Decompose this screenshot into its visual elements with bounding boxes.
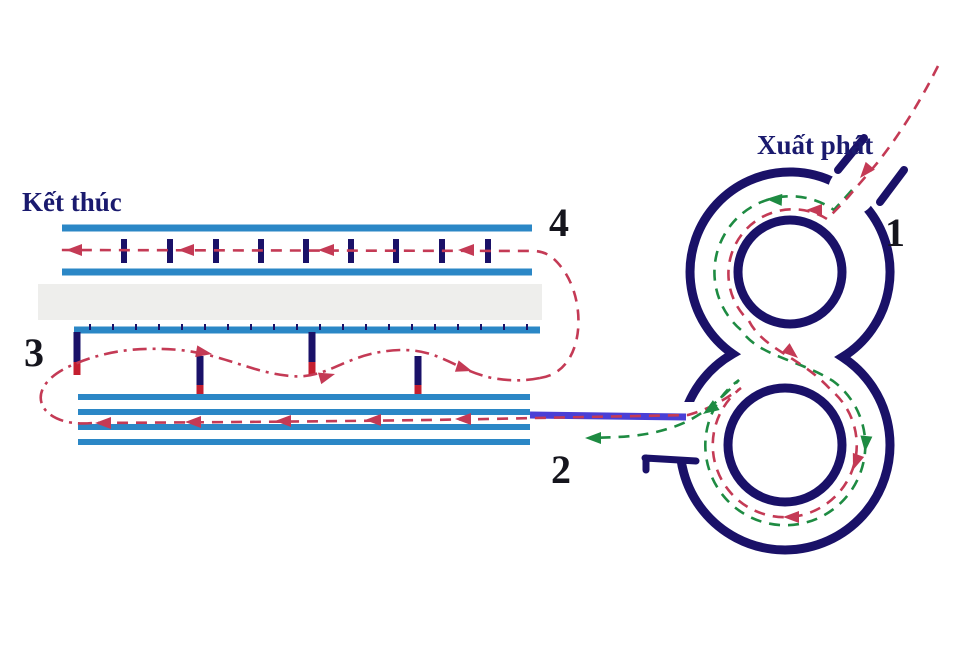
track-inner-circle-bottom	[723, 383, 847, 507]
arrow-icon	[860, 435, 873, 452]
stage-number-2: 2	[551, 447, 571, 492]
arrow-icon	[317, 372, 335, 385]
beam-posts	[73, 332, 422, 398]
arrow-icon	[781, 343, 798, 358]
beam-ruler-ticks	[89, 324, 528, 330]
arrow-icon	[766, 193, 783, 206]
arrow-icon	[185, 416, 201, 428]
direction-arrowheads	[66, 161, 875, 523]
post	[308, 332, 316, 362]
arrow-icon	[95, 417, 111, 429]
post-red-tip	[308, 362, 316, 375]
arrow-icon	[66, 244, 82, 256]
arrow-icon	[275, 415, 291, 427]
stage-number-4: 4	[549, 200, 569, 245]
arrow-icon	[455, 413, 471, 425]
connector-line	[529, 411, 687, 421]
post-red-tip	[196, 385, 204, 398]
arrow-icon	[178, 244, 194, 256]
arrow-icon	[703, 400, 720, 414]
label-finish: Kết thúc	[22, 187, 122, 217]
arrow-icon	[195, 345, 212, 358]
arrow-icon	[852, 452, 865, 470]
track-inner-circle-top	[733, 215, 847, 329]
post	[73, 332, 81, 362]
label-start: Xuất phát	[757, 130, 873, 160]
arrow-icon	[585, 432, 601, 444]
post-red-tip	[73, 362, 81, 375]
arrow-icon	[454, 360, 472, 372]
narrow-lane-section-2	[78, 394, 530, 445]
arrow-icon	[458, 244, 474, 256]
arrow-icon	[806, 204, 822, 216]
background-panel	[38, 284, 542, 320]
arrow-icon	[365, 414, 381, 426]
stage-number-1: 1	[885, 210, 905, 255]
route-red	[39, 65, 940, 519]
arrow-icon	[318, 244, 334, 256]
arrow-icon	[783, 511, 799, 523]
entrance-chute-wall	[876, 166, 908, 206]
stage-number-3: 3	[24, 330, 44, 375]
figure-eight-track	[641, 134, 908, 555]
post	[196, 356, 204, 385]
route-red-weave	[39, 347, 541, 425]
route-red-eight-and-lane2	[91, 65, 940, 519]
arrow-icon	[860, 161, 875, 178]
exit-chute-wall	[641, 454, 700, 474]
post-red-tip	[414, 385, 422, 398]
route-red-finish-lane	[55, 248, 580, 380]
entrance-chute-wall	[834, 134, 868, 174]
post	[414, 356, 422, 385]
balance-beam-section-3	[73, 324, 540, 398]
